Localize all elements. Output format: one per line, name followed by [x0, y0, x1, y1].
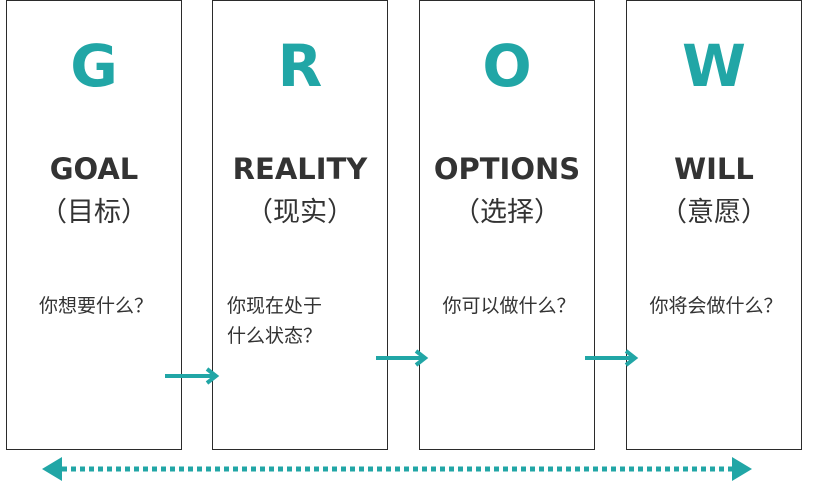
letter-w: W: [682, 32, 746, 100]
word-will: WILL: [674, 152, 754, 186]
question-will: 你将会做什么？: [633, 291, 799, 321]
arrow-right-icon: [165, 367, 220, 385]
arrow-right-icon: [585, 349, 639, 367]
panel-will: W WILL （意愿） 你将会做什么？: [626, 0, 802, 450]
cn-options: （选择）: [453, 197, 561, 228]
panel-reality: R REALITY （现实） 你现在处于 什么状态？: [212, 0, 388, 450]
question-goal: 你想要什么？: [13, 291, 179, 321]
word-goal: GOAL: [49, 152, 139, 186]
question-options-line-1: 你可以做什么？: [442, 295, 576, 317]
cn-goal: （目标）: [40, 197, 148, 228]
word-reality: REALITY: [232, 152, 368, 186]
question-will-line-1: 你将会做什么？: [649, 295, 783, 317]
letter-g: G: [70, 32, 118, 100]
panel-goal: G GOAL （目标） 你想要什么？: [6, 0, 182, 450]
question-reality-line-2: 什么状态？: [227, 325, 323, 347]
arrow-right-icon: [376, 349, 429, 367]
question-reality-line-1: 你现在处于: [227, 295, 323, 317]
cn-will: （意愿）: [660, 197, 768, 228]
question-options: 你可以做什么？: [426, 291, 592, 321]
question-goal-line-1: 你想要什么？: [38, 295, 153, 317]
panel-options: O OPTIONS （选择） 你可以做什么？: [419, 0, 595, 450]
cn-reality: （现实）: [246, 197, 354, 228]
letter-r: R: [277, 32, 323, 100]
letter-o: O: [482, 32, 532, 100]
question-reality: 你现在处于 什么状态？: [227, 291, 385, 351]
double-arrow-dotted-icon: [42, 457, 752, 481]
word-options: OPTIONS: [433, 152, 581, 186]
